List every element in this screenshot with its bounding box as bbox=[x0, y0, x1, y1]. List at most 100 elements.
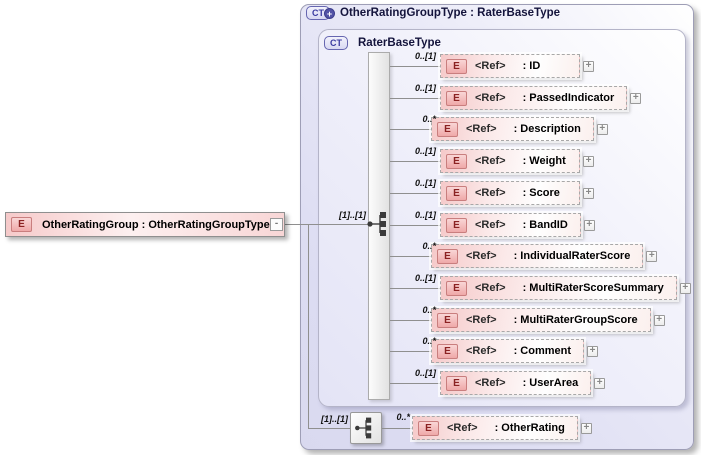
expand-plus-icon[interactable]: + bbox=[646, 250, 658, 262]
ref-keyword: <Ref> bbox=[447, 422, 478, 434]
connector-line bbox=[390, 255, 440, 257]
ref-keyword: <Ref> bbox=[475, 60, 506, 72]
ref-element[interactable]: E <Ref> : MultiRaterGroupScore bbox=[431, 308, 651, 332]
ref-element[interactable]: E <Ref> : IndividualRaterScore bbox=[431, 244, 644, 268]
cardinality-label: 0..* bbox=[396, 412, 410, 422]
cardinality-label: 0..[1] bbox=[414, 51, 436, 61]
element-badge: E bbox=[446, 185, 467, 201]
element-badge: E bbox=[437, 343, 458, 359]
ref-element[interactable]: E <Ref> : Weight bbox=[440, 149, 580, 173]
element-name: : ID bbox=[522, 60, 541, 72]
cardinality-label: [1]..[1] bbox=[321, 414, 348, 424]
connector-line bbox=[390, 350, 440, 352]
element-row: 0..[1] E <Ref> : Score + bbox=[390, 178, 594, 205]
element-row: 0..[1] E <Ref> : MultiRaterScoreSummary … bbox=[390, 273, 691, 300]
sequence-compositor-icon[interactable] bbox=[365, 210, 395, 243]
ref-keyword: <Ref> bbox=[475, 187, 506, 199]
ref-element[interactable]: E <Ref> : Comment bbox=[431, 339, 585, 363]
expand-plus-icon[interactable]: + bbox=[583, 155, 594, 167]
expand-plus-icon[interactable]: + bbox=[679, 282, 691, 294]
root-element-label: OtherRatingGroup : OtherRatingGroupType bbox=[42, 218, 270, 231]
collapse-toggle[interactable]: - bbox=[270, 218, 283, 231]
ref-element[interactable]: E <Ref> : OtherRating bbox=[412, 416, 578, 440]
element-badge: E bbox=[446, 90, 467, 106]
expand-plus-icon[interactable]: + bbox=[630, 92, 642, 104]
connector-line bbox=[308, 224, 309, 428]
element-badge: E bbox=[11, 217, 32, 232]
element-name: : Description bbox=[513, 123, 581, 135]
ref-element[interactable]: E <Ref> : PassedIndicator bbox=[440, 86, 628, 110]
element-name: : IndividualRaterScore bbox=[513, 250, 631, 262]
ref-element[interactable]: E <Ref> : MultiRaterScoreSummary bbox=[440, 276, 677, 300]
basetype-badge: CT bbox=[324, 36, 348, 50]
cardinality-label: 0..* bbox=[422, 305, 436, 315]
ref-keyword: <Ref> bbox=[475, 219, 506, 231]
ref-keyword: <Ref> bbox=[475, 92, 506, 104]
element-name: : PassedIndicator bbox=[522, 92, 615, 104]
ref-keyword: <Ref> bbox=[475, 377, 506, 389]
ref-element[interactable]: E <Ref> : ID bbox=[440, 54, 580, 78]
element-name: : UserArea bbox=[522, 377, 579, 389]
element-name: : Weight bbox=[522, 155, 566, 167]
ct-badge-label: CT bbox=[330, 38, 342, 48]
connector-line bbox=[382, 427, 412, 429]
cardinality-label: 0..[1] bbox=[414, 178, 436, 188]
element-name: : MultiRaterGroupScore bbox=[513, 314, 638, 326]
element-badge: E bbox=[446, 375, 467, 391]
element-badge: E bbox=[437, 312, 458, 328]
element-row: 0..[1] E <Ref> : UserArea + bbox=[390, 368, 606, 395]
element-name: : Comment bbox=[513, 345, 572, 357]
derived-plus-icon[interactable]: + bbox=[324, 8, 335, 19]
element-name: : OtherRating bbox=[494, 422, 565, 434]
element-row: 0..* E <Ref> : MultiRaterGroupScore + bbox=[390, 305, 665, 332]
element-row: 0..[1] E <Ref> : PassedIndicator + bbox=[390, 83, 642, 110]
expand-plus-icon[interactable]: + bbox=[653, 314, 665, 326]
cardinality-label: 0..[1] bbox=[414, 273, 436, 283]
cardinality-label: 0..[1] bbox=[414, 368, 436, 378]
expand-plus-icon[interactable]: + bbox=[580, 422, 592, 434]
ref-element[interactable]: E <Ref> : BandID bbox=[440, 213, 581, 237]
element-badge: E bbox=[446, 58, 467, 74]
expand-plus-icon[interactable]: + bbox=[596, 123, 608, 135]
cardinality-label: 0..[1] bbox=[414, 83, 436, 93]
connector-line bbox=[283, 224, 368, 225]
connector-line bbox=[308, 428, 350, 429]
ref-keyword: <Ref> bbox=[475, 282, 506, 294]
element-row: 0..* E <Ref> : OtherRating + bbox=[382, 412, 592, 440]
ref-element[interactable]: E <Ref> : UserArea bbox=[440, 371, 592, 395]
cardinality-label: 0..* bbox=[422, 336, 436, 346]
cardinality-label: 0..* bbox=[422, 241, 436, 251]
expand-plus-icon[interactable]: + bbox=[583, 60, 594, 72]
connector-line bbox=[390, 128, 440, 130]
expand-plus-icon[interactable]: + bbox=[587, 345, 599, 357]
expand-plus-icon[interactable]: + bbox=[583, 219, 595, 231]
element-name: : Score bbox=[522, 187, 560, 199]
element-row: 0..* E <Ref> : IndividualRaterScore + bbox=[390, 241, 658, 268]
element-badge: E bbox=[437, 248, 458, 264]
element-row: 0..[1] E <Ref> : BandID + bbox=[390, 210, 595, 237]
element-name: : BandID bbox=[522, 219, 568, 231]
element-badge: E bbox=[446, 217, 467, 233]
complextype-badge: CT + bbox=[306, 6, 335, 20]
element-row: 0..* E <Ref> : Comment + bbox=[390, 336, 599, 363]
sequence-compositor-icon[interactable] bbox=[350, 412, 382, 444]
connector-line bbox=[390, 319, 440, 321]
element-row: 0..[1] E <Ref> : ID + bbox=[390, 51, 594, 78]
basetype-header: CT RaterBaseType bbox=[324, 36, 441, 50]
cardinality-label: 0..[1] bbox=[414, 146, 436, 156]
connector-line bbox=[390, 287, 440, 289]
ref-keyword: <Ref> bbox=[466, 123, 497, 135]
connector-line bbox=[390, 97, 440, 99]
ref-element[interactable]: E <Ref> : Description bbox=[431, 117, 594, 141]
connector-line bbox=[390, 224, 440, 226]
expand-plus-icon[interactable]: + bbox=[594, 377, 606, 389]
element-row: 0..[1] E <Ref> : Weight + bbox=[390, 146, 594, 173]
connector-line bbox=[390, 65, 440, 67]
expand-plus-icon[interactable]: + bbox=[583, 187, 594, 199]
ref-element[interactable]: E <Ref> : Score bbox=[440, 181, 580, 205]
element-badge: E bbox=[446, 153, 467, 169]
basetype-title: RaterBaseType bbox=[358, 37, 441, 49]
ref-keyword: <Ref> bbox=[475, 155, 506, 167]
root-element[interactable]: E OtherRatingGroup : OtherRatingGroupTyp… bbox=[5, 212, 285, 237]
